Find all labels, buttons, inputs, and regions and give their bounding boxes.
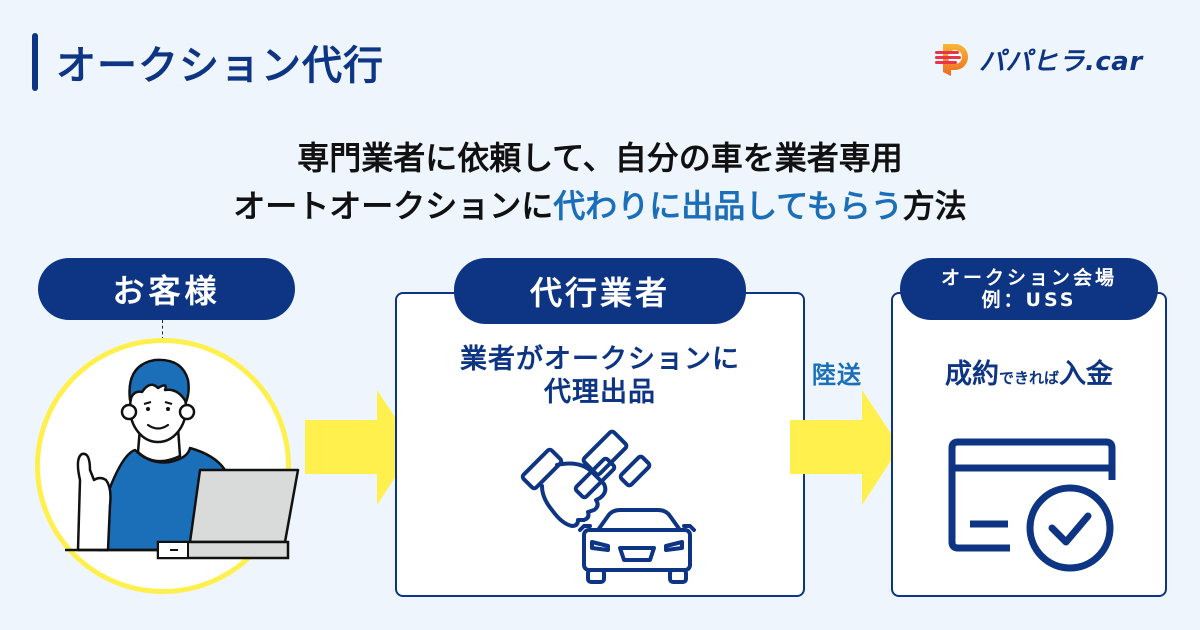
agent-label: 代行業者 [454, 258, 746, 324]
logo-text: パパヒラ.car [979, 46, 1143, 77]
agent-description-line-1: 業者がオークションに [460, 344, 740, 375]
agent-description: 業者がオークションに 代理出品 [395, 343, 805, 409]
agent-description-line-2: 代理出品 [544, 377, 656, 408]
venue-description-condition: できれば [998, 369, 1059, 387]
venue-description: 成約できれば入金 [891, 352, 1167, 391]
customer-label: お客様 [38, 258, 295, 320]
title-accent-bar [32, 33, 38, 91]
page-title: オークション代行 [56, 43, 384, 89]
customer-connector-line [162, 320, 163, 340]
lead-text: 専門業者に依頼して、自分の車を業者専用 オートオークションに代わりに出品してもら… [0, 134, 1200, 230]
arrow-right-icon [790, 390, 900, 505]
venue-description-payment: 入金 [1059, 359, 1113, 390]
lead-line-1: 専門業者に依頼して、自分の車を業者専用 [297, 139, 903, 177]
arrow-right-icon [305, 390, 415, 505]
lead-line-2-suffix: 方法 [902, 187, 967, 225]
venue-label: オークション会場 例：USS [900, 258, 1158, 320]
venue-description-contract: 成約 [944, 359, 999, 390]
card-check-icon [948, 438, 1116, 572]
p-car-logo-icon [935, 44, 968, 76]
lead-line-2: オートオークションに代わりに出品してもらう方法 [0, 182, 1200, 230]
venue-label-line-2: 例：USS [981, 289, 1077, 311]
venue-label-line-1: オークション会場 [940, 267, 1117, 289]
gavel-hand-car-icon [520, 429, 696, 584]
brand-logo[interactable]: パパヒラ.car [935, 40, 1143, 78]
lead-line-2-prefix: オートオークションに [233, 187, 554, 225]
lead-line-2-highlight: 代わりに出品してもらう [553, 187, 903, 225]
page-title-wrap: オークション代行 [32, 32, 384, 92]
transport-label: 陸送 [812, 361, 862, 389]
person-with-laptop-illustration [65, 358, 300, 560]
